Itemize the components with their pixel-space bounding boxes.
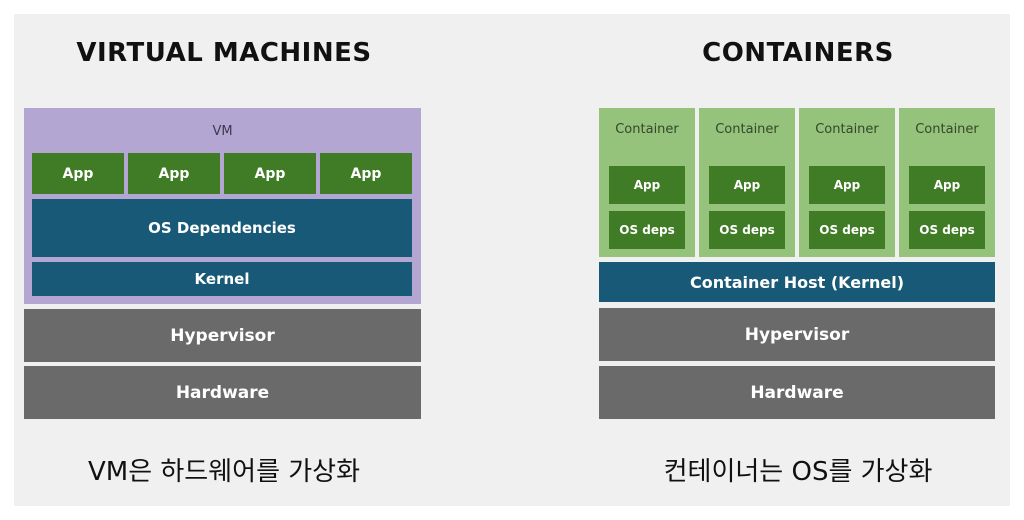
container-label: Container [615, 122, 679, 137]
container-1: Container App OS deps [599, 108, 695, 257]
container-os-deps: OS deps [709, 211, 785, 249]
containers-caption: 컨테이너는 OS를 가상화 [663, 457, 933, 487]
vm-hypervisor: Hypervisor [24, 309, 421, 362]
vm-app-3: App [224, 153, 316, 194]
vm-app-2: App [128, 153, 220, 194]
container-os-deps: OS deps [909, 211, 985, 249]
container-3: Container App OS deps [799, 108, 895, 257]
vm-caption: VM은 하드웨어를 가상화 [87, 457, 361, 487]
container-label: Container [915, 122, 979, 137]
vm-hardware: Hardware [24, 366, 421, 419]
container-hardware: Hardware [599, 366, 995, 419]
vm-app-1: App [32, 153, 124, 194]
container-hypervisor: Hypervisor [599, 308, 995, 361]
vm-app-4: App [320, 153, 412, 194]
container-os-deps: OS deps [809, 211, 885, 249]
container-app: App [609, 166, 685, 204]
container-os-deps: OS deps [609, 211, 685, 249]
vm-label: VM [212, 124, 233, 139]
container-4: Container App OS deps [899, 108, 995, 257]
container-app: App [709, 166, 785, 204]
container-label: Container [715, 122, 779, 137]
vm-os-dependencies: OS Dependencies [32, 199, 412, 257]
container-2: Container App OS deps [699, 108, 795, 257]
containers-heading: CONTAINERS [702, 38, 894, 68]
container-label: Container [815, 122, 879, 137]
container-app: App [909, 166, 985, 204]
container-app: App [809, 166, 885, 204]
vm-heading: VIRTUAL MACHINES [76, 38, 372, 68]
container-host-kernel: Container Host (Kernel) [599, 262, 995, 302]
vm-kernel: Kernel [32, 262, 412, 296]
